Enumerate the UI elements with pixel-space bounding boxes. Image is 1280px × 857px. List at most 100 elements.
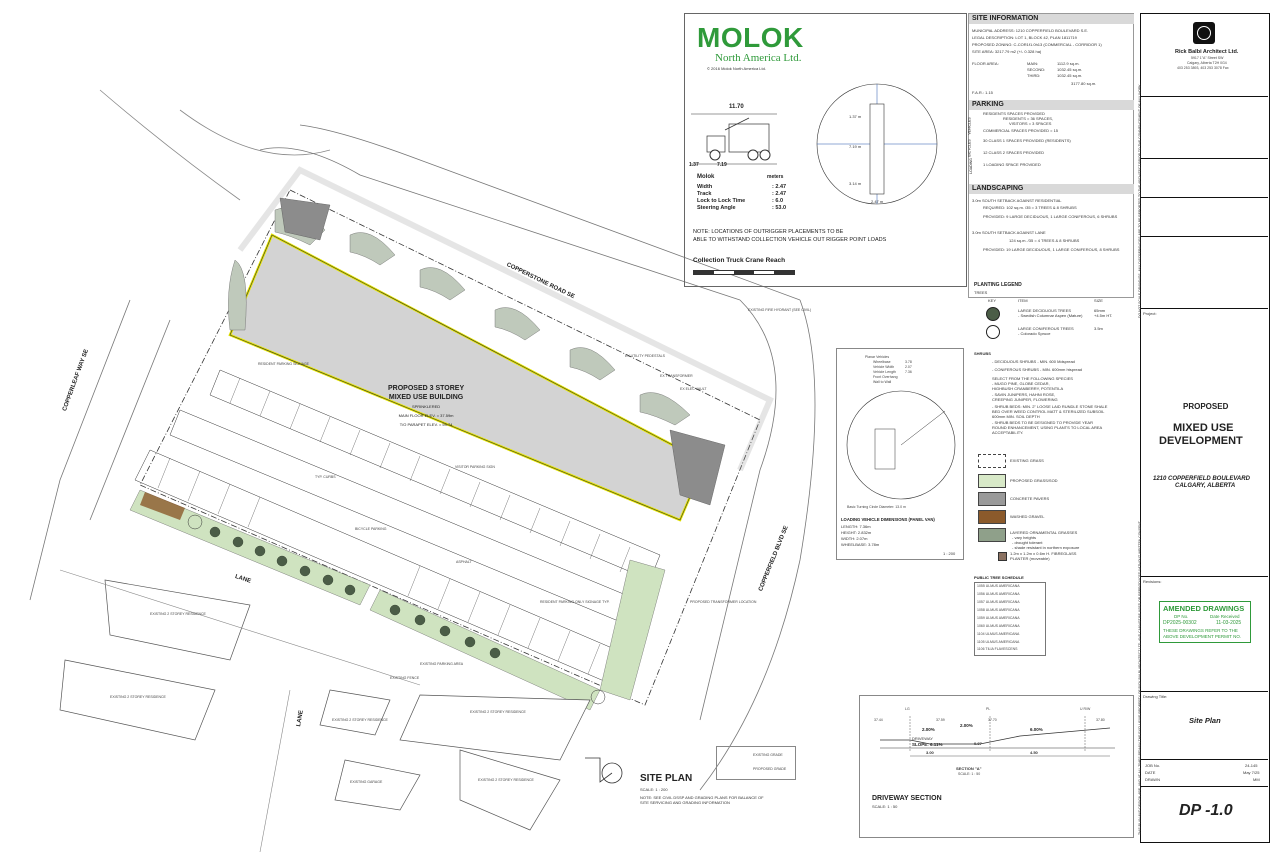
shrubs-label: SHRUBS	[974, 351, 991, 356]
material-swatch-existing-grass	[978, 454, 1006, 468]
label-vault: EX ELEC VAULT	[680, 387, 707, 391]
label-hydrant: EXISTING FIRE HYDRANT (SEE CIVIL)	[748, 308, 812, 312]
public-tree-row: 1055 ULMUS AMERICANA	[977, 584, 1020, 588]
planter-icon	[998, 552, 1007, 561]
shrub-line: ROUND ENHANCEMENT, USING PLANTS TO LOCAL…	[992, 425, 1103, 430]
shrub-line: 600mm MIN. SOIL DEPTH	[992, 414, 1040, 419]
firm-phone: 403 253 3893, 403 253 3078 Fax	[1177, 66, 1229, 70]
dw-dim-1: 3.00	[926, 750, 934, 755]
side-note-bottom: THIS PLAN AND DESIGN ARE, AND AT ALL TIM…	[1138, 520, 1142, 835]
grade-existing: EXISTING GRADE	[753, 753, 783, 757]
material-pavers: CONCRETE PAVERS	[1010, 496, 1050, 501]
spec-unit: meters	[767, 174, 784, 180]
grass-note-3: - shade resistant in northern exposure	[1012, 545, 1080, 550]
site-plan-note-1: NOTE: SEE CIVIL DSSP AND GRADING PLANS F…	[640, 795, 764, 800]
floor-third-name: THIRD:	[1027, 73, 1041, 78]
residence-3: EXISTING 2 STOREY RESIDENCE	[332, 718, 388, 722]
bicycles-label: BICYCLES	[967, 139, 972, 157]
stamp-col-1: DP No.	[1174, 614, 1189, 619]
material-swatch-sod	[978, 474, 1006, 488]
shrub-line: HIGHBUSH CRANBERRY, POTENTILA	[992, 386, 1064, 391]
turning-val: 3.78	[905, 360, 912, 364]
sheet-number: DP -1.0	[1179, 802, 1233, 819]
residence-5: EXISTING 2 STOREY RESIDENCE	[478, 778, 534, 782]
planter-label-2: PLANTER (moveable)	[1010, 556, 1050, 561]
dw-mark-lg: LG	[905, 707, 910, 711]
dw-grade-2: 2.00%	[960, 723, 973, 728]
project-address-2: CALGARY, ALBERTA	[1175, 483, 1236, 489]
loading-vehicle-title: LOADING VEHICLE DIMENSIONS (PANEL VAN)	[841, 517, 935, 522]
molok-subtitle: North America Ltd.	[715, 52, 802, 64]
stamp-note-1: THESE DRAWINGS REFER TO THE	[1163, 628, 1238, 633]
material-existing-grass: EXISTING GRASS	[1010, 458, 1044, 463]
outrigger-note-1: NOTE: LOCATIONS OF OUTRIGGER PLACEMENTS …	[693, 229, 844, 235]
parking-bicycle-2: 12 CLASS 2 SPACES PROVIDED	[983, 150, 1045, 155]
col-key: KEY	[988, 298, 997, 303]
dw-slope: SLOPE: 6.11%	[912, 742, 943, 747]
label-resident-only: RESIDENT PARKING ONLY SIGNAGE TYP.	[540, 600, 610, 604]
spec-title: Molok	[697, 174, 715, 180]
driveway-profile	[880, 716, 1115, 757]
residence-4: EXISTING 2 STOREY RESIDENCE	[470, 710, 526, 714]
dw-grade-3: 6.00%	[1030, 727, 1043, 732]
shrub-line: - MUGO PINE, GLOBE CEDAR,	[992, 381, 1050, 386]
public-tree-row: 1057 ULMUS AMERICANA	[977, 600, 1020, 604]
dw-section-scale: SCALE: 1 : 50	[958, 772, 981, 776]
loading-dim-length: LENGTH: 7.36m	[841, 524, 871, 529]
job-label: JOB No.	[1145, 763, 1161, 768]
tree-coniferous: LARGE CONIFEROUS TREES	[1018, 326, 1074, 331]
vehicles-label: VEHICLES	[967, 117, 972, 135]
tree-deciduous-size: 65mm	[1094, 308, 1106, 313]
turning-val: 2.07	[905, 365, 912, 369]
spec-track-label: Track	[697, 191, 712, 197]
turning-key: Wall to Wall	[873, 380, 892, 384]
floor-second-name: SECOND:	[1027, 67, 1046, 72]
molok-panel: MOLOK North America Ltd. © 2016 Molok No…	[684, 13, 967, 287]
truck-dim-left: 1.37	[689, 162, 699, 168]
public-tree-row: 1105 ULMUS AMERICANA	[977, 640, 1020, 644]
spec-steer-label: Steering Angle	[697, 205, 736, 211]
tree-deciduous: LARGE DECIDUOUS TREES	[1018, 308, 1072, 313]
grass-note-1: - vary heights	[1012, 535, 1037, 540]
project-name-2: DEVELOPMENT	[1159, 435, 1243, 447]
dw-elev-4: 37.80	[1096, 718, 1105, 722]
label-existing-fence: EXISTING FENCE	[390, 676, 420, 680]
shrub-line: - SHRUB BEDS TO BE DESIGNED TO PROVIDE Y…	[992, 420, 1093, 425]
site-plan-scale: SCALE: 1 : 200	[640, 787, 668, 792]
grade-legend: EXISTING GRADE PROPOSED GRADE	[716, 746, 796, 780]
material-grasses: LAYERED ORNAMENTAL GRASSES	[1010, 530, 1078, 535]
dw-dim-3: 4.50	[1030, 750, 1038, 755]
public-tree-table: 1055 ULMUS AMERICANA 1056 ULMUS AMERICAN…	[974, 582, 1046, 656]
dw-driveway-label: DRIVEWAY	[912, 736, 933, 741]
parking-vehicle-1: RESIDENTS SPACES PROVIDED	[983, 111, 1045, 116]
circle-dim-3: 3.14 m	[849, 181, 862, 186]
loading-scale: 1 : 200	[943, 551, 956, 556]
loading-dim-width: WIDTH: 2.07m	[841, 536, 868, 541]
turning-circle	[846, 390, 956, 500]
label-existing-parking: EXISTING PARKING AREA	[420, 662, 464, 666]
turning-key: Vehicle Length	[873, 370, 896, 374]
label-transformer: EX TRANSFORMER	[660, 374, 693, 378]
public-tree-row: 1060 ULMUS AMERICANA	[977, 624, 1020, 628]
public-tree-row: 1056 ULMUS AMERICANA	[977, 592, 1020, 596]
label-curbs: TYP. CURBS	[315, 475, 336, 479]
grade-proposed: PROPOSED GRADE	[753, 767, 787, 771]
job-value: 24-145	[1245, 763, 1258, 768]
site-plan-title: SITE PLAN	[640, 773, 693, 784]
shrub-line: CREEPING JUNIPER, FLOWERING	[992, 397, 1058, 402]
dw-mark-urw: U R/W	[1080, 707, 1091, 711]
parking-loading: 1 LOADING SPACE PROVIDED	[983, 162, 1041, 167]
circle-dim-2: 7.19 m	[849, 144, 862, 149]
date-label: DATE	[1145, 770, 1156, 775]
site-plan-drawing	[29, 89, 816, 853]
driveway-section-panel: LG PL U R/W 37.44 37.59 37.70 37.80 2.00…	[859, 695, 1134, 838]
grass-note-2: - drought tolerant	[1012, 540, 1043, 545]
north-arrow-icon	[585, 757, 623, 784]
dw-section-label: SECTION "A"	[956, 766, 982, 771]
building-label-2: MIXED USE BUILDING	[388, 394, 464, 401]
landscape-line-5: 124 sq.m. /35 = 4 TREES & 8 SHRUBS	[1009, 238, 1080, 243]
building-label-5: T/O PARAPET ELEV. = 59.74	[399, 422, 453, 427]
amended-stamp: AMENDED DRAWINGS DP No. Date Received DP…	[1159, 601, 1251, 643]
landscape-line-6: PROVIDED: 19 LARGE DECIDUOUS, 1 LARGE CO…	[983, 247, 1120, 252]
loading-dim-wheelbase: WHEELBASE: 3.78m	[841, 542, 880, 547]
